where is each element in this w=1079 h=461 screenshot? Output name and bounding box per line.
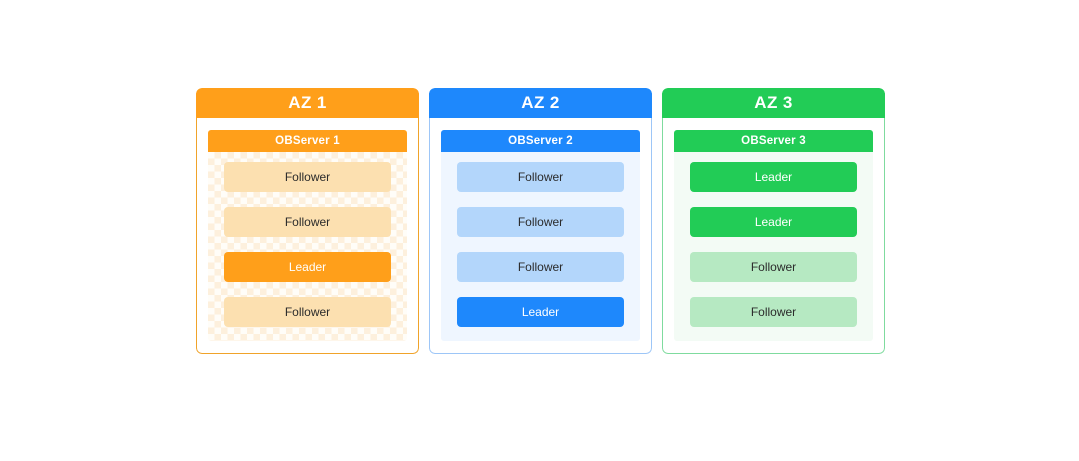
az-body-az-1: OBServer 1 Follower Follower Leader Foll… — [196, 118, 419, 354]
replica-box: Follower — [690, 252, 857, 282]
replica-box: Leader — [690, 207, 857, 237]
observer-title-3: OBServer 3 — [674, 130, 873, 152]
az-panel-az-2: AZ 2 OBServer 2 Follower Follower Follow… — [429, 88, 652, 354]
az-body-az-2: OBServer 2 Follower Follower Follower Le… — [429, 118, 652, 354]
replica-box: Leader — [224, 252, 391, 282]
replica-box: Follower — [457, 162, 624, 192]
observer-replica-list-1: Follower Follower Leader Follower — [208, 152, 407, 341]
observer-replica-list-3: Leader Leader Follower Follower — [674, 152, 873, 341]
az-body-az-3: OBServer 3 Leader Leader Follower Follow… — [662, 118, 885, 354]
observer-replica-list-2: Follower Follower Follower Leader — [441, 152, 640, 341]
replica-box: Follower — [690, 297, 857, 327]
az-title-az-2: AZ 2 — [429, 88, 652, 118]
observer-title-1: OBServer 1 — [208, 130, 407, 152]
observer-title-2: OBServer 2 — [441, 130, 640, 152]
az-panel-az-1: AZ 1 OBServer 1 Follower Follower Leader… — [196, 88, 419, 354]
observer-block-3: OBServer 3 Leader Leader Follower Follow… — [674, 130, 873, 341]
replica-box: Follower — [457, 252, 624, 282]
replica-box: Follower — [224, 162, 391, 192]
az-title-az-3: AZ 3 — [662, 88, 885, 118]
replica-box: Leader — [690, 162, 857, 192]
observer-block-2: OBServer 2 Follower Follower Follower Le… — [441, 130, 640, 341]
observer-block-1: OBServer 1 Follower Follower Leader Foll… — [208, 130, 407, 341]
availability-zone-diagram: AZ 1 OBServer 1 Follower Follower Leader… — [196, 88, 885, 354]
replica-box: Follower — [224, 207, 391, 237]
az-panel-az-3: AZ 3 OBServer 3 Leader Leader Follower F… — [662, 88, 885, 354]
az-title-az-1: AZ 1 — [196, 88, 419, 118]
replica-box: Follower — [457, 207, 624, 237]
replica-box: Follower — [224, 297, 391, 327]
replica-box: Leader — [457, 297, 624, 327]
